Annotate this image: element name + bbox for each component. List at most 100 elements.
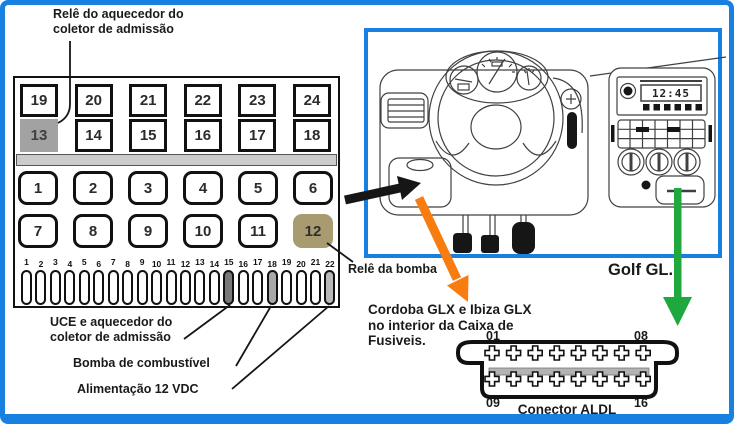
pin-14 (208, 270, 220, 305)
pin-12 (179, 270, 191, 305)
pin-18 (266, 270, 278, 305)
pin-number-8: 8 (125, 259, 130, 269)
golf-label: Golf GL. (608, 261, 674, 279)
cordoba-label-line3: Fusiveis. (368, 333, 426, 348)
fuse-13: 13 (20, 119, 58, 152)
aldl-pin-cross (570, 345, 587, 361)
aldl-pins (484, 345, 652, 387)
pin-3 (49, 270, 61, 305)
cordoba-label-line1: Cordoba GLX e Ibiza GLX (368, 302, 532, 317)
intake-relay-label-line1: Relê do aquecedor do (53, 7, 184, 21)
pin-number-9: 9 (139, 257, 145, 267)
pin-number-6: 6 (96, 259, 102, 269)
aldl-pin-cross (592, 371, 608, 387)
aldl-pin-cross (570, 371, 587, 387)
leader-fuel-pump (235, 305, 272, 367)
pin-number-7: 7 (110, 257, 116, 267)
leader-supply (231, 305, 330, 390)
fuse-16: 16 (183, 119, 222, 152)
fuse-11: 11 (238, 214, 278, 248)
pin-20 (295, 270, 307, 305)
aldl-pin-cross (548, 371, 565, 387)
fuse-3: 3 (128, 171, 168, 205)
fuse-7: 7 (18, 214, 58, 248)
pin-number-14: 14 (209, 259, 220, 269)
fuse-4: 4 (183, 171, 223, 205)
pin-number-12: 12 (180, 259, 191, 269)
pin-7 (107, 270, 119, 305)
pin-21 (310, 270, 321, 305)
aldl-pin-cross (505, 371, 522, 387)
pin-10 (151, 270, 163, 305)
pin-number-18: 18 (267, 259, 277, 269)
pin-number-15: 15 (224, 257, 234, 267)
intake-relay-label: Relê do aquecedor do coletor de admissão (53, 7, 184, 37)
uce-label-line1: UCE e aquecedor do (50, 315, 173, 329)
pin-number-19: 19 (281, 257, 292, 267)
pin-number-20: 20 (296, 259, 306, 269)
pin-number-1: 1 (24, 257, 29, 267)
fuse-6: 6 (293, 171, 333, 205)
pin-number-10: 10 (151, 259, 162, 269)
aldl-pin-cross (635, 371, 652, 387)
fuse-10: 10 (183, 214, 223, 248)
fuse-1: 1 (18, 171, 58, 205)
aldl-connector-drawing (456, 340, 679, 399)
fuse-18: 18 (293, 119, 331, 152)
pin-17 (252, 270, 264, 305)
pin-22 (324, 270, 336, 305)
aldl-center-bar (488, 367, 650, 376)
pin-19 (281, 270, 293, 305)
pin-number-22: 22 (325, 259, 335, 269)
pin-9 (136, 270, 148, 305)
fuse-22: 22 (183, 84, 222, 117)
cordoba-label: Cordoba GLX e Ibiza GLX no interior da C… (368, 302, 532, 349)
dashboard-panel-box (364, 28, 722, 258)
pin-15 (223, 270, 235, 305)
radio-clock-display: 12:45 (651, 87, 691, 100)
fuse-12: 12 (293, 214, 333, 248)
aldl-pin-cross (592, 345, 608, 361)
pin-number-21: 21 (310, 257, 321, 267)
pin-16 (237, 270, 249, 305)
aldl-pin-cross (527, 371, 544, 387)
aldl-pin-08-label: 08 (634, 329, 648, 343)
pump-relay-label: Relê da bomba (348, 262, 437, 276)
aldl-pin-cross (613, 345, 630, 361)
fuse-2: 2 (73, 171, 113, 205)
fuse-17: 17 (238, 119, 277, 152)
leader-uce (183, 304, 231, 340)
fuse-20: 20 (74, 84, 113, 117)
pin-2 (35, 270, 47, 305)
aldl-caption: Conector ALDL (517, 402, 617, 417)
aldl-pin-cross (635, 345, 652, 361)
fuse-15: 15 (129, 119, 168, 152)
pin-8 (122, 270, 134, 305)
pin-number-16: 16 (238, 259, 248, 269)
pin-13 (194, 270, 206, 305)
aldl-pin-09-label: 09 (486, 396, 500, 410)
fuse-21: 21 (129, 84, 168, 117)
cordoba-label-line2: no interior da Caixa de (368, 317, 514, 333)
pin-1 (21, 270, 32, 305)
pin-4 (64, 270, 76, 305)
uce-label-line2: coletor de admissão (50, 330, 171, 344)
fuel-pump-label: Bomba de combustível (73, 356, 210, 370)
fuse-14: 14 (74, 119, 113, 152)
fuse-23: 23 (238, 84, 277, 117)
aldl-pin-16-label: 16 (634, 396, 648, 410)
pin-5 (78, 270, 90, 305)
pin-11 (165, 270, 177, 305)
pin-number-5: 5 (81, 257, 87, 267)
fuse-24: 24 (293, 84, 331, 117)
fuse-8: 8 (73, 214, 113, 248)
fuse-box-separator-bar (16, 154, 337, 166)
pin-number-4: 4 (67, 259, 73, 269)
aldl-pin-cross (613, 371, 630, 387)
fuse-9: 9 (128, 214, 168, 248)
pin-number-3: 3 (53, 257, 58, 267)
aldl-pin-cross (548, 345, 565, 361)
supply-12v-label: Alimentação 12 VDC (77, 382, 199, 396)
intake-relay-label-line2: coletor de admissão (53, 22, 174, 36)
